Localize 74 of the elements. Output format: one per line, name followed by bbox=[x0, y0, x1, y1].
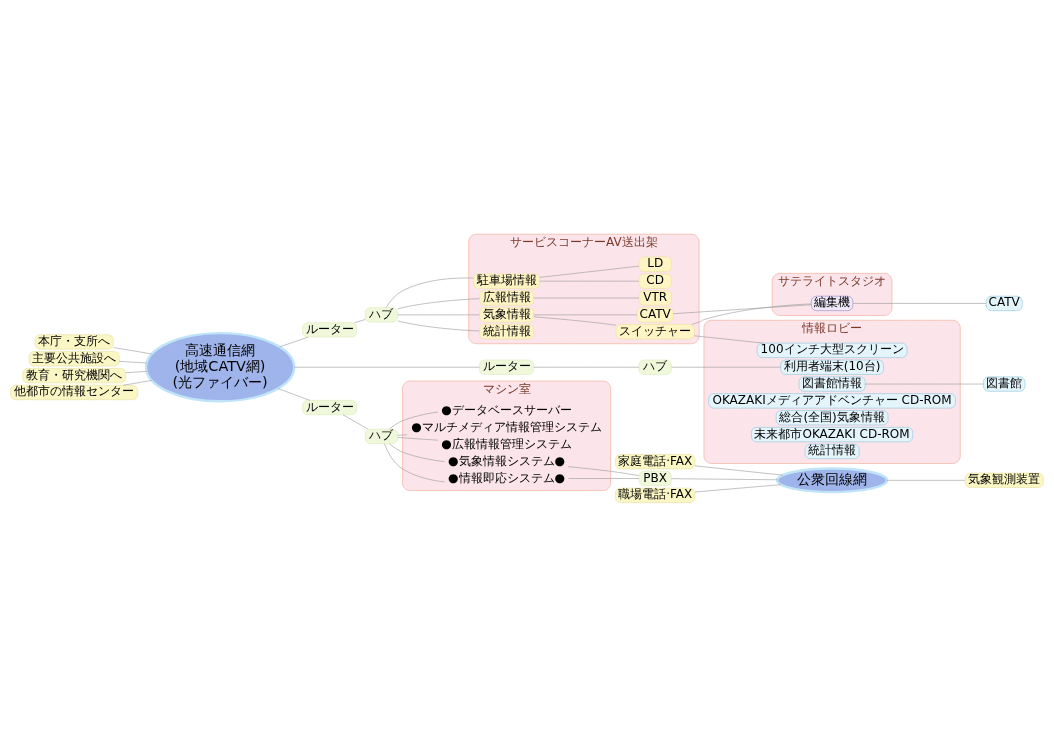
connector bbox=[694, 335, 764, 343]
connector bbox=[671, 477, 778, 480]
node-box: 未来都市OKAZAKI CD-ROM bbox=[751, 426, 914, 442]
connector bbox=[122, 379, 152, 386]
node-box: ハブ bbox=[638, 359, 672, 375]
connector bbox=[397, 297, 480, 309]
connector bbox=[397, 314, 480, 315]
node-box: 家庭電話·FAX bbox=[615, 453, 696, 469]
connector bbox=[694, 465, 783, 475]
connector bbox=[533, 316, 617, 325]
node-box: ルーター bbox=[479, 359, 534, 375]
connector bbox=[567, 465, 640, 476]
connector bbox=[125, 370, 147, 373]
node-box: 本庁・支所へ bbox=[34, 333, 114, 349]
node-box: OKAZAKIメディアアドベンチャー CD-ROM bbox=[708, 392, 956, 408]
node-box: 他都市の情報センター bbox=[10, 384, 138, 400]
node-box: 職場電話·FAX bbox=[615, 487, 696, 503]
connector bbox=[691, 303, 812, 325]
node-box: ルーター bbox=[302, 399, 358, 415]
node-box: 広報情報 bbox=[479, 289, 534, 306]
connector bbox=[568, 477, 640, 479]
connector bbox=[694, 483, 782, 492]
node-box: 気象情報 bbox=[479, 306, 534, 322]
connector bbox=[539, 280, 640, 281]
node-box: 総合(全国)気象情報 bbox=[775, 409, 889, 425]
node-text: ●情報即応システム● bbox=[448, 470, 566, 485]
node-box: 主要公共施設へ bbox=[28, 350, 120, 366]
connector bbox=[342, 414, 369, 429]
node-ellipse: 公衆回線網 bbox=[775, 466, 889, 493]
connector bbox=[389, 442, 446, 462]
node-box: VTR bbox=[638, 289, 672, 306]
connector bbox=[673, 303, 812, 314]
connector bbox=[354, 318, 366, 323]
node-box: CD bbox=[638, 273, 672, 289]
connector bbox=[385, 277, 474, 308]
connector bbox=[671, 366, 781, 367]
node-box: PBX bbox=[638, 470, 672, 486]
node-box: スイッチャー bbox=[615, 323, 695, 339]
node-text: ●マルチメディア情報管理システム bbox=[411, 419, 602, 434]
node-text: ●気象情報システム● bbox=[448, 453, 566, 468]
connector bbox=[539, 265, 640, 278]
connector bbox=[397, 433, 408, 436]
node-box: 統計情報 bbox=[479, 323, 534, 339]
node-box: 統計情報 bbox=[804, 443, 860, 459]
connector bbox=[279, 336, 309, 347]
node-box: 図書館 bbox=[983, 376, 1026, 392]
node-text: ●広報情報管理システム bbox=[441, 436, 572, 451]
node-box: 100インチ大型スクリーン bbox=[756, 342, 908, 358]
connector bbox=[389, 411, 439, 429]
connector bbox=[852, 302, 987, 304]
node-box: 駐車場情報 bbox=[473, 273, 540, 289]
node-ellipse: 高速通信網 (地域CATV網) (光ファイバー) bbox=[144, 331, 296, 402]
connector bbox=[397, 320, 480, 331]
connector bbox=[293, 366, 480, 367]
connector bbox=[384, 442, 446, 482]
connector bbox=[533, 314, 638, 315]
connector bbox=[397, 436, 439, 440]
node-box: CATV bbox=[636, 306, 674, 322]
node-box: 編集機 bbox=[811, 295, 854, 311]
node-box: 教育・研究機関へ bbox=[22, 367, 126, 383]
node-box: LD bbox=[638, 256, 672, 272]
connector bbox=[533, 366, 640, 367]
node-box: ハブ bbox=[364, 428, 398, 444]
connector bbox=[113, 346, 152, 354]
node-box: ルーター bbox=[302, 321, 358, 337]
node-box: 利用者端末(10台) bbox=[780, 359, 884, 375]
node-box: 図書館情報 bbox=[798, 376, 866, 392]
node-text: ●データベースサーバー bbox=[441, 402, 572, 417]
connector bbox=[886, 479, 966, 481]
connector bbox=[119, 360, 147, 363]
node-box: ハブ bbox=[364, 306, 398, 322]
node-box: 気象観測装置 bbox=[964, 472, 1044, 488]
connector bbox=[277, 387, 310, 401]
node-box: CATV bbox=[985, 295, 1023, 311]
